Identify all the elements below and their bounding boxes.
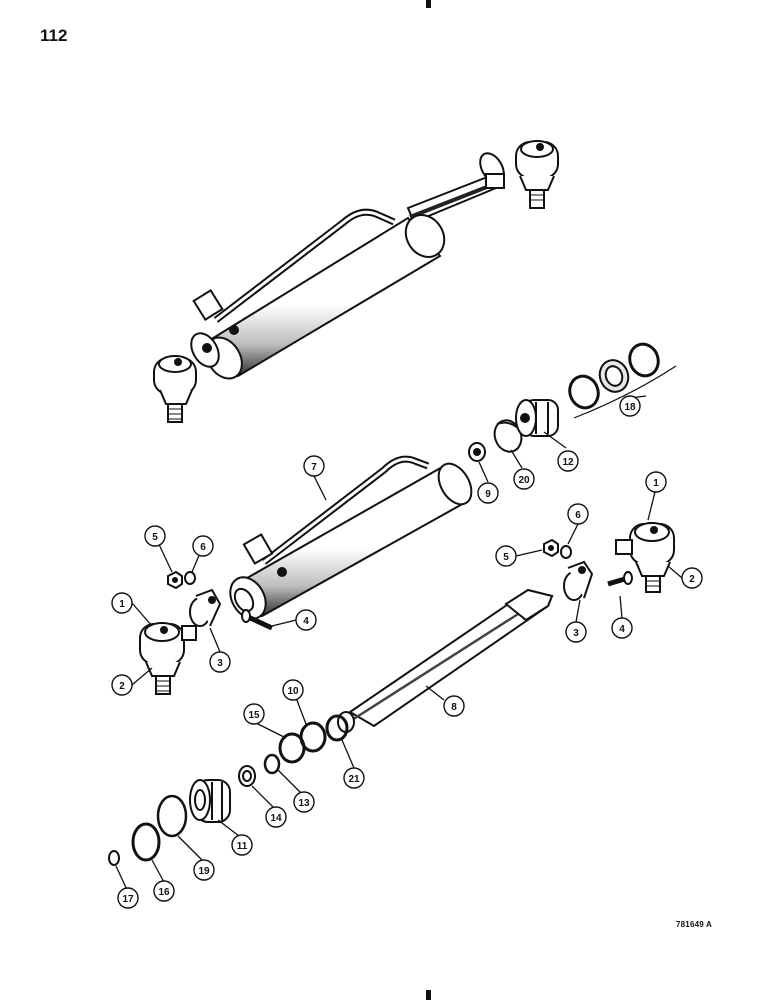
svg-text:13: 13	[298, 798, 310, 809]
callout-14: 14	[265, 806, 287, 828]
svg-text:6: 6	[575, 510, 581, 521]
callout-11: 11	[231, 834, 253, 856]
svg-text:7: 7	[311, 462, 317, 473]
svg-text:2: 2	[689, 574, 695, 585]
callout-6-left: 6	[192, 535, 214, 557]
callout-8: 8	[443, 695, 465, 717]
callout-9: 9	[477, 482, 499, 504]
svg-text:5: 5	[503, 552, 509, 563]
callouts: 7 9 20 12 18 5 6 1 2 3 4 5 6 1 2 3 4 8 1…	[111, 395, 703, 909]
assembled-cylinder	[153, 140, 559, 423]
callout-10: 10	[282, 679, 304, 701]
piston-components-upper	[468, 342, 677, 462]
cylinder-barrel	[229, 455, 473, 620]
svg-text:10: 10	[287, 686, 299, 697]
svg-text:1: 1	[119, 599, 125, 610]
svg-text:15: 15	[248, 710, 260, 721]
callout-5-left: 5	[144, 525, 166, 547]
svg-text:8: 8	[451, 702, 457, 713]
figure-code: 781649 A	[676, 920, 712, 929]
callout-20: 20	[513, 468, 535, 490]
svg-text:2: 2	[119, 681, 125, 692]
svg-text:11: 11	[237, 841, 248, 852]
callout-2-right: 2	[681, 567, 703, 589]
svg-text:6: 6	[200, 542, 206, 553]
svg-text:3: 3	[217, 658, 223, 669]
callout-1-left: 1	[111, 592, 133, 614]
callout-3-right: 3	[565, 621, 587, 643]
callout-17: 17	[117, 887, 139, 909]
svg-text:16: 16	[158, 887, 170, 898]
callout-6-right: 6	[567, 503, 589, 525]
callout-4-left: 4	[295, 609, 317, 631]
callout-18: 18	[619, 395, 641, 417]
svg-text:5: 5	[152, 532, 158, 543]
callout-21: 21	[343, 767, 365, 789]
svg-text:4: 4	[303, 616, 309, 627]
svg-text:18: 18	[624, 402, 636, 413]
left-tie-rod-end	[139, 570, 274, 695]
callout-19: 19	[193, 859, 215, 881]
callout-1-right: 1	[645, 471, 667, 493]
svg-text:17: 17	[122, 894, 134, 905]
svg-text:1: 1	[653, 478, 659, 489]
svg-text:14: 14	[270, 813, 282, 824]
svg-text:4: 4	[619, 624, 625, 635]
crop-mark-top	[426, 0, 431, 8]
callout-7: 7	[303, 455, 325, 477]
piston-components-lower	[108, 714, 349, 866]
callout-4-right: 4	[611, 617, 633, 639]
callout-3-left: 3	[209, 651, 231, 673]
leader-lines	[115, 395, 683, 893]
page-number: 112	[40, 26, 68, 45]
callout-2-left: 2	[111, 674, 133, 696]
svg-text:21: 21	[348, 774, 360, 785]
callout-13: 13	[293, 791, 315, 813]
svg-text:3: 3	[573, 628, 579, 639]
svg-text:19: 19	[198, 866, 210, 877]
svg-text:12: 12	[562, 457, 574, 468]
svg-text:20: 20	[518, 475, 530, 486]
callout-12: 12	[557, 450, 579, 472]
callout-16: 16	[153, 880, 175, 902]
callout-5-right: 5	[495, 545, 517, 567]
svg-text:9: 9	[485, 489, 491, 500]
callout-15: 15	[243, 703, 265, 725]
crop-mark-bottom	[426, 990, 431, 1000]
right-tie-rod-end	[543, 522, 675, 601]
